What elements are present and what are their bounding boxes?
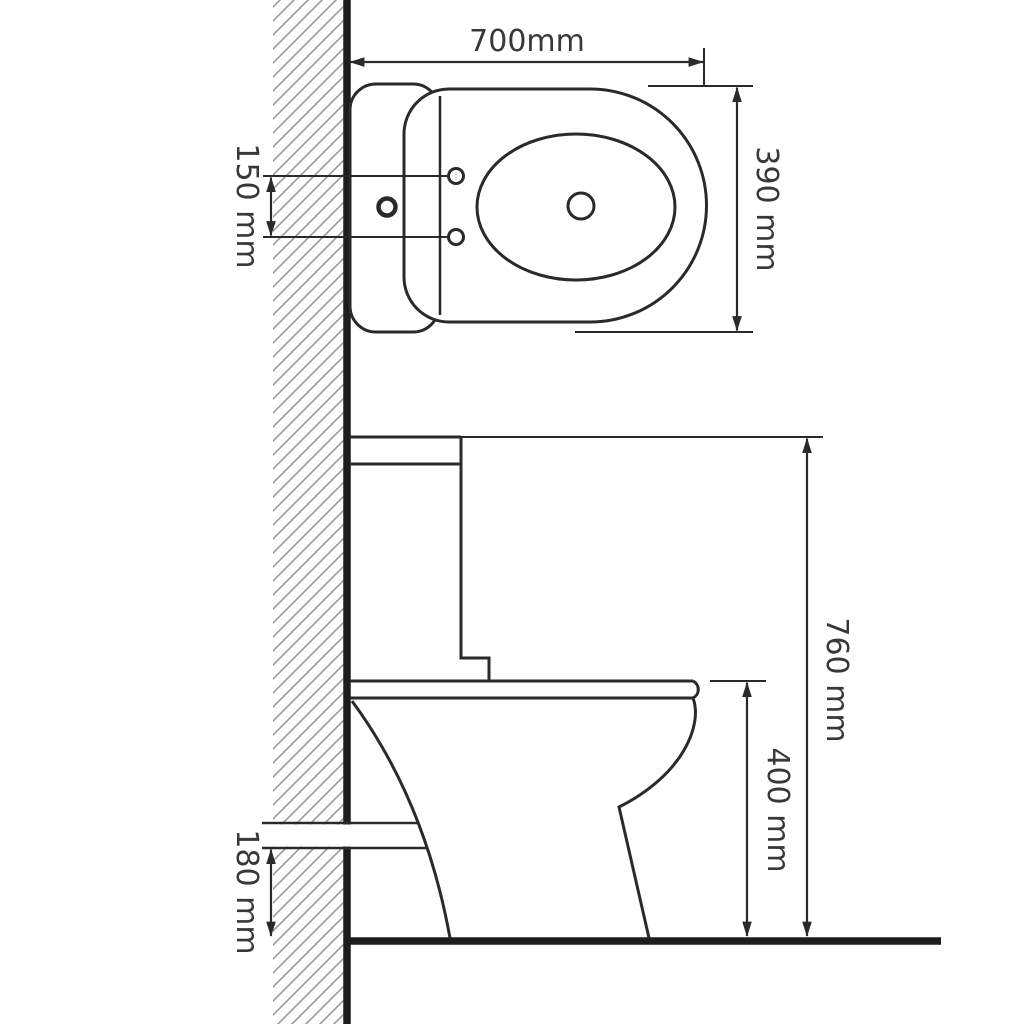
bowl-outline bbox=[402, 87, 708, 324]
pedestal-back-curve bbox=[350, 700, 452, 939]
dim-400-label: 400 mm bbox=[760, 747, 795, 872]
toilet-side-view bbox=[262, 435, 700, 939]
dim-760-label: 760 mm bbox=[819, 617, 854, 742]
bowl-front-profile bbox=[617, 679, 700, 939]
seat-mount-hole-top bbox=[447, 167, 465, 185]
outlet-pipe-gap bbox=[262, 824, 382, 847]
dim-390-label: 390 mm bbox=[749, 146, 784, 271]
dim-150-label: 150 mm bbox=[229, 143, 264, 268]
toilet-top-view bbox=[348, 82, 708, 334]
dim-700-label: 700mm bbox=[469, 24, 585, 59]
dim-180-label: 180 mm bbox=[229, 829, 264, 954]
seat-mount-hole-bottom bbox=[447, 228, 465, 246]
flush-button bbox=[376, 196, 398, 218]
wall-hatching bbox=[273, 0, 347, 1024]
drain-hole bbox=[566, 191, 596, 221]
dimension-annotations: 700mm 390 mm 150 mm 760 mm 400 mm 180 mm bbox=[229, 24, 854, 955]
cistern-front-profile bbox=[459, 437, 491, 681]
bowl-inner-rim bbox=[475, 132, 677, 282]
